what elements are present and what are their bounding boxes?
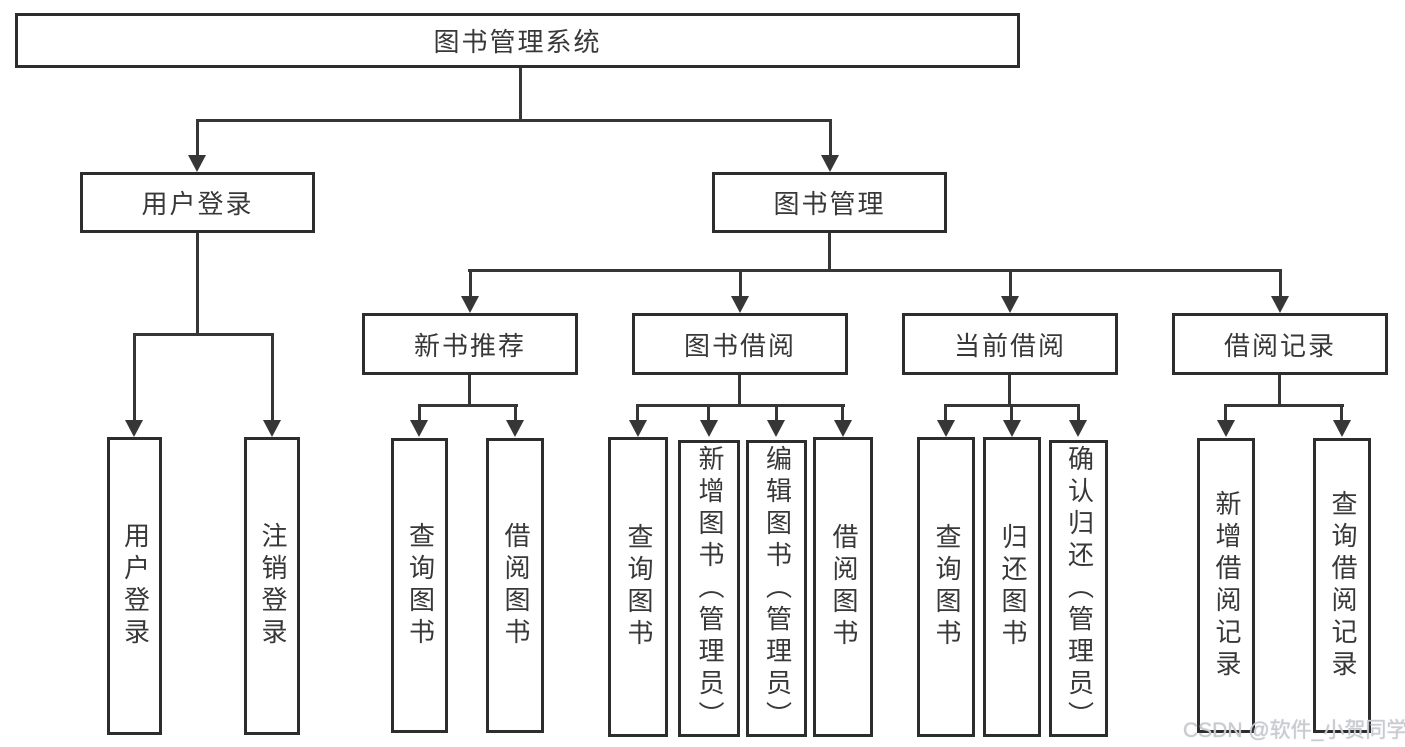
arrowhead-group0 [461, 296, 479, 313]
node-g2-confirm-return-admin: 确认归还（管理员） [1049, 440, 1108, 737]
arrowhead-group1 [731, 296, 749, 313]
node-group-book-borrow: 图书借阅 [632, 313, 848, 375]
arrowhead-g1c2 [767, 420, 785, 437]
connector-g2c2-drop [1077, 404, 1080, 420]
arrowhead-g2c2 [1069, 420, 1087, 437]
arrowhead-g3c1 [1333, 420, 1351, 437]
connector-g1-stem [738, 375, 741, 407]
connector-login-drop [133, 333, 136, 420]
connector-user-login-drop [196, 119, 199, 155]
arrowhead-g1c3 [834, 420, 852, 437]
node-logout-leaf: 注销登录 [244, 437, 300, 735]
arrowhead-g0c0 [410, 420, 428, 437]
connector-level3-rail [468, 269, 1282, 272]
connector-book-mgmt-drop [829, 119, 832, 155]
node-user-login-leaf: 用户登录 [107, 437, 162, 735]
connector-group0-drop [469, 269, 472, 296]
connector-g1c2-drop [775, 404, 778, 420]
connector-group1-drop [739, 269, 742, 296]
connector-user-login-rail [133, 333, 274, 336]
node-g1-edit-books-admin: 编辑图书（管理员） [746, 440, 807, 737]
connector-g3-rail [1224, 404, 1344, 407]
node-g3-add-borrow-record: 新增借阅记录 [1197, 438, 1255, 733]
arrowhead-group3 [1271, 296, 1289, 313]
connector-g0c1-drop [514, 404, 517, 420]
node-book-mgmt: 图书管理 [712, 172, 947, 233]
connector-book-mgmt-stem [828, 233, 831, 272]
node-user-login: 用户登录 [80, 172, 315, 233]
node-group-borrow-records: 借阅记录 [1172, 313, 1388, 375]
connector-g2c0-drop [944, 404, 947, 420]
csdn-watermark: CSDN @软件_小贺同学 [1183, 719, 1405, 742]
connector-g2c1-drop [1010, 404, 1013, 420]
connector-g3-stem [1278, 375, 1281, 407]
connector-g0c0-drop [418, 404, 421, 420]
connector-g3c1-drop [1340, 404, 1343, 420]
arrowhead-g1c1 [700, 420, 718, 437]
arrowhead-login [125, 420, 143, 437]
arrowhead-g0c1 [506, 420, 524, 437]
node-g1-query-books: 查询图书 [608, 437, 668, 737]
arrowhead-g1c0 [629, 420, 647, 437]
connector-g2-stem [1008, 375, 1011, 407]
connector-g0-stem [468, 375, 471, 407]
connector-level2-rail [196, 119, 832, 122]
node-group-new-books: 新书推荐 [362, 313, 578, 375]
connector-g1c3-drop [841, 404, 844, 420]
arrowhead-g3c0 [1217, 420, 1235, 437]
node-g0-borrow-books: 借阅图书 [486, 438, 544, 733]
connector-logout-drop [271, 333, 274, 420]
node-g3-query-borrow-record: 查询借阅记录 [1313, 438, 1371, 733]
node-g1-borrow-books: 借阅图书 [813, 437, 873, 737]
node-g0-query-books: 查询图书 [391, 438, 448, 733]
arrowhead-logout [263, 420, 281, 437]
arrowhead-g2c1 [1003, 420, 1021, 437]
arrowhead-group2 [1001, 296, 1019, 313]
connector-g1c1-drop [707, 404, 710, 420]
node-g2-query-books: 查询图书 [917, 437, 975, 737]
connector-g1-rail [636, 404, 845, 407]
connector-group2-drop [1009, 269, 1012, 296]
arrowhead-user-login [188, 155, 206, 172]
arrowhead-book-mgmt [821, 155, 839, 172]
node-root: 图书管理系统 [15, 13, 1020, 68]
connector-g1c0-drop [636, 404, 639, 420]
connector-group3-drop [1279, 269, 1282, 296]
connector-g3c0-drop [1224, 404, 1227, 420]
connector-root-stem [519, 68, 522, 122]
node-g1-add-books-admin: 新增图书（管理员） [678, 440, 740, 737]
connector-user-login-stem [196, 233, 199, 336]
connector-g0-rail [418, 404, 518, 407]
arrowhead-g2c0 [937, 420, 955, 437]
node-group-current-borrow: 当前借阅 [902, 313, 1118, 375]
node-g2-return-books: 归还图书 [983, 437, 1041, 737]
